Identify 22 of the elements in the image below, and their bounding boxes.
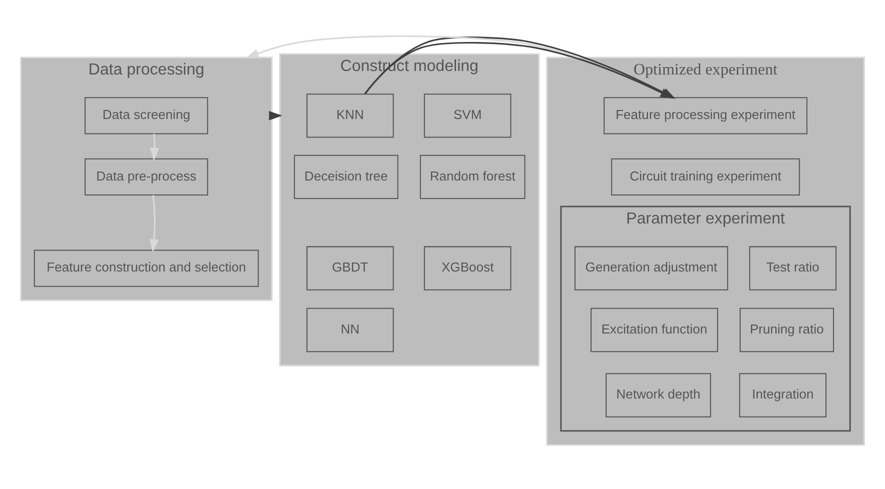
arrow: [246, 35, 580, 58]
node-box: Network depth: [606, 373, 712, 418]
node-box: GBDT: [306, 246, 394, 290]
node-box: SVM: [424, 94, 512, 138]
node-box: Feature construction and selection: [34, 250, 259, 287]
node-box: Excitation function: [590, 308, 718, 352]
node-box: Data pre-process: [84, 158, 208, 196]
arrow: [150, 195, 159, 252]
node-box: Test ratio: [749, 246, 837, 290]
arrow: [269, 111, 282, 120]
node-box: Pruning ratio: [740, 308, 834, 352]
node-box: Integration: [739, 373, 826, 418]
node-box: Circuit training experiment: [611, 158, 800, 196]
node-box: Data screening: [84, 97, 208, 134]
node-box: NN: [306, 308, 394, 352]
node-box: KNN: [306, 94, 394, 138]
arrow: [150, 134, 160, 162]
node-box: XGBoost: [424, 246, 512, 290]
node-box: Random forest: [420, 154, 526, 199]
node-box: Feature processing experiment: [604, 97, 808, 134]
node-box: Deceision tree: [294, 154, 398, 199]
node-box: Generation adjustment: [574, 246, 728, 290]
